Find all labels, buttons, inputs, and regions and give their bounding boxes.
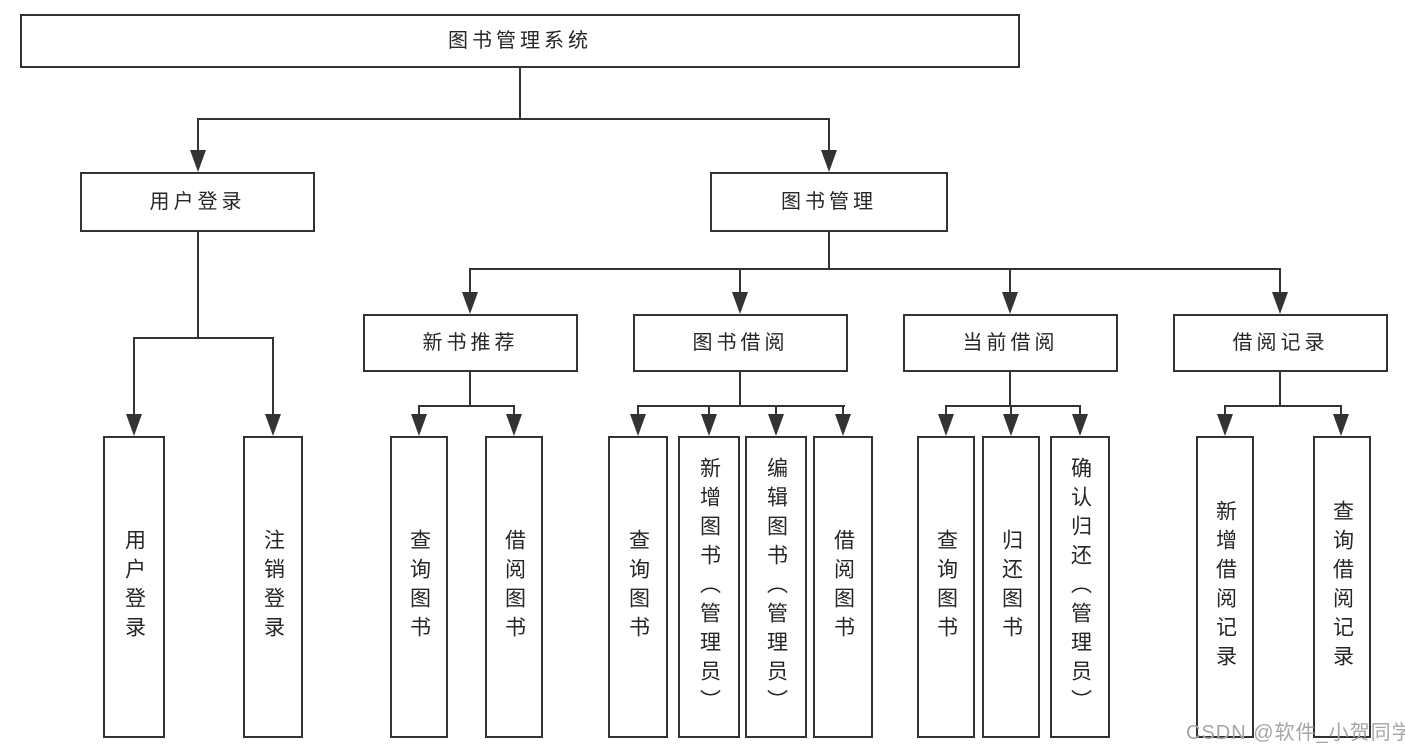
node-root: 图书管理系统 — [20, 14, 1020, 68]
connector-vline — [1279, 372, 1281, 405]
connector-vline — [708, 405, 710, 417]
leaf-borrow-borrow-books: 借阅图书 — [813, 436, 873, 738]
connector-vline — [842, 405, 844, 417]
arrowhead-down-icon — [265, 414, 281, 436]
leaf-borrow-add-books-admin: 新增图书（管理员） — [678, 436, 740, 738]
arrowhead-down-icon — [190, 150, 206, 172]
leaf-records-add-record: 新增借阅记录 — [1196, 436, 1254, 738]
node-book-management: 图书管理 — [710, 172, 948, 232]
arrowhead-down-icon — [821, 150, 837, 172]
leaf-current-return-books: 归还图书 — [982, 436, 1040, 738]
leaf-logout: 注销登录 — [243, 436, 303, 738]
connector-vline — [272, 337, 274, 414]
connector-vline — [1009, 372, 1011, 405]
connector-vline — [133, 337, 135, 414]
arrowhead-down-icon — [1217, 414, 1233, 436]
connector-vline — [739, 372, 741, 405]
connector-hline — [133, 337, 274, 339]
connector-vline — [637, 405, 639, 417]
connector-vline — [828, 118, 830, 150]
connector-vline — [1009, 268, 1011, 292]
connector-vline — [197, 232, 199, 337]
arrowhead-down-icon — [411, 414, 427, 436]
connector-hline — [1224, 405, 1342, 407]
connector-hline — [637, 405, 845, 407]
node-new-book-recommend: 新书推荐 — [363, 314, 578, 372]
connector-vline — [469, 372, 471, 405]
connector-hline — [945, 405, 1081, 407]
connector-vline — [945, 405, 947, 417]
connector-hline — [197, 118, 830, 120]
connector-hline — [418, 405, 515, 407]
leaf-user-login: 用户登录 — [103, 436, 165, 738]
connector-vline — [775, 405, 777, 417]
arrowhead-down-icon — [126, 414, 142, 436]
arrowhead-down-icon — [732, 292, 748, 314]
arrowhead-down-icon — [1272, 292, 1288, 314]
watermark: CSDN @软件_小贺同学 — [1186, 722, 1405, 744]
node-current-borrow: 当前借阅 — [903, 314, 1118, 372]
connector-vline — [197, 118, 199, 150]
leaf-borrow-query-books: 查询图书 — [608, 436, 668, 738]
connector-vline — [418, 405, 420, 417]
leaf-newbook-query-books: 查询图书 — [390, 436, 448, 738]
connector-vline — [469, 268, 471, 292]
arrowhead-down-icon — [1333, 414, 1349, 436]
node-user-login: 用户登录 — [80, 172, 315, 232]
arrowhead-down-icon — [1072, 414, 1088, 436]
connector-vline — [1010, 405, 1012, 417]
arrowhead-down-icon — [506, 414, 522, 436]
arrowhead-down-icon — [630, 414, 646, 436]
connector-vline — [519, 68, 521, 118]
connector-vline — [739, 268, 741, 292]
arrowhead-down-icon — [701, 414, 717, 436]
arrowhead-down-icon — [1003, 414, 1019, 436]
arrowhead-down-icon — [938, 414, 954, 436]
node-book-borrow: 图书借阅 — [633, 314, 848, 372]
leaf-newbook-borrow-books: 借阅图书 — [485, 436, 543, 738]
connector-vline — [1079, 405, 1081, 417]
leaf-current-confirm-return-admin: 确认归还（管理员） — [1050, 436, 1110, 738]
leaf-current-query-books: 查询图书 — [917, 436, 975, 738]
arrowhead-down-icon — [768, 414, 784, 436]
connector-vline — [513, 405, 515, 417]
leaf-borrow-edit-books-admin: 编辑图书（管理员） — [745, 436, 807, 738]
node-borrow-records: 借阅记录 — [1173, 314, 1388, 372]
connector-vline — [1340, 405, 1342, 417]
arrowhead-down-icon — [462, 292, 478, 314]
arrowhead-down-icon — [835, 414, 851, 436]
connector-hline — [469, 268, 1281, 270]
connector-vline — [1279, 268, 1281, 292]
leaf-records-query-record: 查询借阅记录 — [1313, 436, 1371, 738]
arrowhead-down-icon — [1002, 292, 1018, 314]
connector-vline — [1224, 405, 1226, 417]
connector-vline — [828, 232, 830, 268]
